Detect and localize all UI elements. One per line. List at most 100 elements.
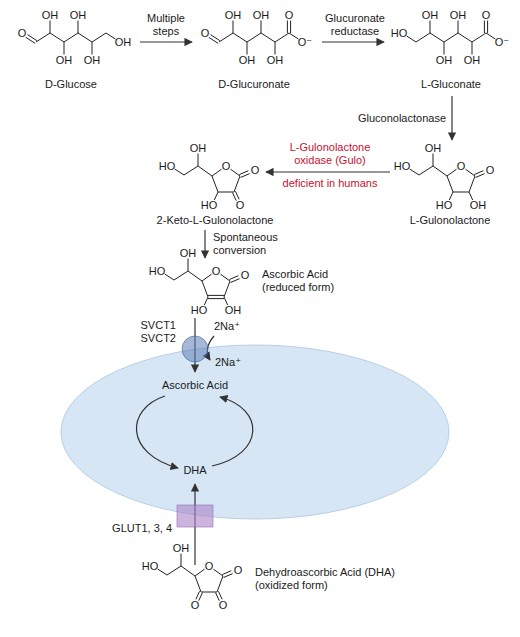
bond-line <box>247 33 261 42</box>
bond-line <box>202 281 208 297</box>
bond-line <box>64 42 65 55</box>
bond-line <box>50 33 64 42</box>
bond-line <box>410 169 419 175</box>
bond-line <box>212 169 222 176</box>
compound-label: DHA <box>183 464 206 477</box>
bond-line <box>210 35 219 41</box>
bond-line <box>234 176 240 192</box>
svct-transporter: SVCT1 SVCT2 <box>181 335 209 363</box>
atom-label: HO <box>191 304 208 317</box>
bond-line <box>199 593 203 601</box>
reaction-arrow <box>266 171 390 172</box>
atom-label: HO <box>159 160 176 173</box>
atom-label: O <box>222 160 231 173</box>
reaction-arrow <box>140 41 192 42</box>
atom-label: OH <box>267 54 284 67</box>
atom-label: O <box>482 9 491 22</box>
bond-line <box>78 21 79 34</box>
transporter-label: SVCT1 SVCT2 <box>132 319 176 344</box>
pathway-label: Ascorbic Acid (reduced form) <box>262 268 362 293</box>
reaction-arrow <box>204 230 205 258</box>
bond-line <box>433 166 447 176</box>
atom-label: HO <box>142 560 159 573</box>
bond-line <box>261 33 275 42</box>
bond-line <box>290 21 291 34</box>
bond-line <box>469 176 475 192</box>
bond-line <box>222 571 231 575</box>
cell-membrane <box>61 345 449 519</box>
atom-label: OH <box>56 54 73 67</box>
atom-label: OH <box>470 199 487 212</box>
bond-line <box>216 593 220 601</box>
atom-label: OH <box>225 304 242 317</box>
pathway-label: 2Na⁺ <box>214 320 240 333</box>
bond-line <box>92 33 106 42</box>
bond-line <box>419 166 433 175</box>
atom-label: OH <box>253 9 270 22</box>
pathway-label: deficient in humans <box>275 177 385 190</box>
pathway-label: 2Na⁺ <box>215 356 241 369</box>
bond-line <box>453 192 469 193</box>
bond-line <box>474 171 483 175</box>
bond-line <box>202 274 212 281</box>
bond-line <box>416 33 430 42</box>
atom-label: HO <box>201 199 218 212</box>
bond-line <box>433 154 434 167</box>
bond-line <box>472 42 473 55</box>
atom-label: OH <box>173 542 190 555</box>
bond-line <box>407 36 416 42</box>
bond-line <box>447 176 453 192</box>
bond-line <box>486 33 495 39</box>
bond-line <box>231 279 240 283</box>
bond-line <box>241 174 250 178</box>
bond-line <box>220 274 230 281</box>
bond-line <box>233 193 237 201</box>
atom-label: OH <box>42 9 59 22</box>
atom-label: O <box>251 164 260 177</box>
atom-label: OH <box>464 54 481 67</box>
bond-line <box>188 259 189 272</box>
atom-label: O⁻ <box>298 36 312 49</box>
bond-line <box>213 569 223 576</box>
atom-label: O <box>212 265 221 278</box>
pathway-label: L-Gluconate <box>421 78 481 91</box>
atom-label: O <box>219 599 228 612</box>
bond-line <box>92 42 93 55</box>
bond-line <box>444 42 445 55</box>
bond-line <box>430 33 444 42</box>
bond-line <box>198 154 199 167</box>
atom-label: OH <box>225 9 242 22</box>
bond-line <box>201 592 217 593</box>
atom-label: O <box>191 599 200 612</box>
glut-transporter: GLUT1, 3, 4 <box>177 505 213 527</box>
reaction-arrow <box>322 41 384 42</box>
atom-label: O <box>234 564 243 577</box>
transporter-shape <box>182 336 208 362</box>
bond-line <box>430 21 431 34</box>
bond-line <box>444 33 458 42</box>
pathway-label: Glucuronate reductase <box>320 12 390 37</box>
pathway-label: L-Gulonolactone <box>410 214 491 227</box>
cell-outline <box>60 344 450 520</box>
bond-line <box>487 21 488 34</box>
bond-line <box>239 171 248 175</box>
cycle-arrow <box>136 396 178 468</box>
bond-line <box>476 174 485 178</box>
transporter-shape <box>177 505 213 527</box>
bond-line <box>195 576 201 592</box>
pathway-label: D-Glucose <box>45 78 97 91</box>
bond-line <box>233 21 234 34</box>
bond-line <box>181 554 182 567</box>
compound-label: Ascorbic Acid <box>162 379 228 392</box>
atom-label: OH <box>190 142 207 155</box>
bond-line <box>188 271 202 281</box>
bond-line <box>217 576 223 592</box>
bond-line <box>224 281 230 297</box>
atom-label: OH <box>70 9 87 22</box>
bond-line <box>175 169 184 175</box>
bond-line <box>229 276 238 280</box>
cell: Ascorbic AcidDHA <box>60 344 450 520</box>
bond-line <box>261 21 262 34</box>
pathway-label: Gluconolactonase <box>346 112 446 125</box>
